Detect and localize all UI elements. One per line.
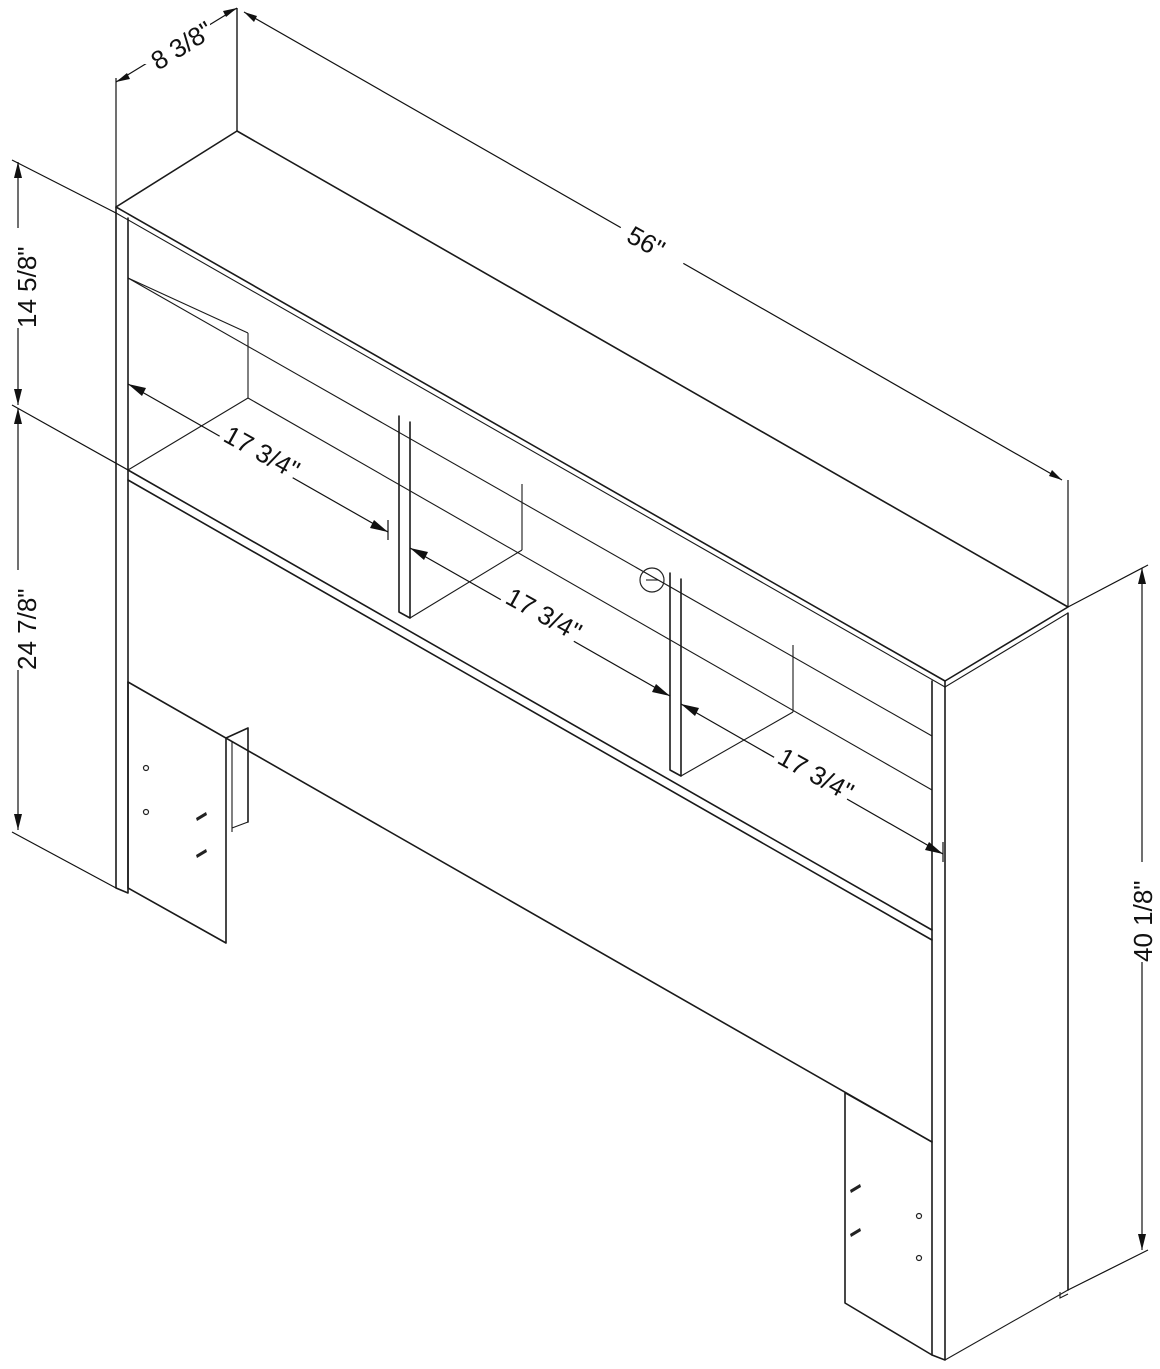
dimension-cubby-left: 17 3/4" (127, 383, 389, 540)
dimension-overall-height: 40 1/8" (1067, 564, 1158, 1291)
dimension-lower-height: 24 7/8" (4, 408, 117, 889)
dimension-width: 56" (236, 8, 1069, 607)
lower-height-label: 24 7/8" (12, 588, 42, 670)
upper-height-label: 14 5/8" (12, 246, 42, 328)
dimension-depth: 8 3/8" (115, 7, 238, 207)
overall-height-label: 40 1/8" (1128, 880, 1158, 962)
dimension-upper-height: 14 5/8" (4, 159, 129, 471)
dimension-cubby-right: 17 3/4" (680, 703, 944, 862)
dimension-cubby-middle: 17 3/4" (409, 547, 671, 697)
leg-hardware (142, 764, 923, 1262)
headboard-outline (115, 130, 1069, 1361)
